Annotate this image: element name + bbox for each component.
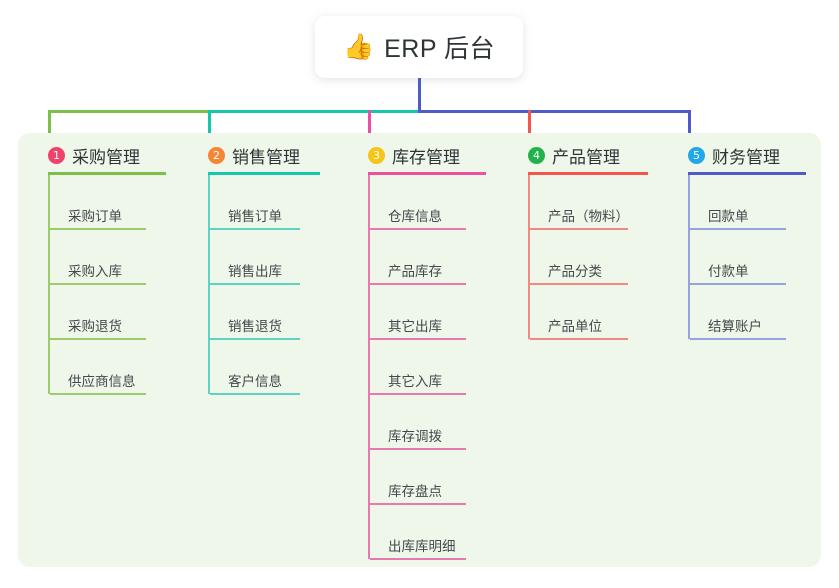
connector-drop-2 — [208, 110, 211, 155]
branch-rule-1 — [48, 172, 166, 175]
leaf-label: 销售订单 — [228, 209, 282, 224]
branch-title-2: 销售管理 — [232, 148, 300, 167]
leaf-label: 供应商信息 — [68, 374, 136, 389]
leaf-rule — [370, 283, 466, 285]
leaf-label: 仓库信息 — [388, 209, 442, 224]
leaf-label: 库存调拨 — [388, 429, 442, 444]
connector-root-stem — [418, 78, 421, 113]
leaf-label: 产品单位 — [548, 319, 602, 334]
branch-header-5[interactable]: 5 财务管理 — [688, 143, 780, 168]
leaf-label: 产品（物料） — [548, 209, 629, 224]
connector-bus-right — [418, 110, 690, 113]
branch-spine-2 — [208, 175, 210, 394]
connector-bus-left — [48, 110, 210, 113]
branch-spine-5 — [688, 175, 690, 339]
leaf-label: 产品库存 — [388, 264, 442, 279]
branch-badge-3: 3 — [368, 147, 385, 164]
leaf-rule — [50, 228, 146, 230]
connector-drop-3 — [368, 110, 371, 155]
branches-panel: 1 采购管理采购订单采购入库采购退货供应商信息 2 销售管理销售订单销售出库销售退货客… — [18, 133, 821, 567]
leaf-rule — [210, 283, 300, 285]
leaf-label: 销售出库 — [228, 264, 282, 279]
branch-header-2[interactable]: 2 销售管理 — [208, 143, 300, 168]
leaf-rule — [50, 393, 146, 395]
branch-title-5: 财务管理 — [712, 148, 780, 167]
leaf-rule — [370, 558, 466, 560]
leaf-label: 产品分类 — [548, 264, 602, 279]
branch-rule-3 — [368, 172, 486, 175]
leaf-label: 其它入库 — [388, 374, 442, 389]
branch-badge-1: 1 — [48, 147, 65, 164]
branch-title-1: 采购管理 — [72, 148, 140, 167]
leaf-rule — [370, 228, 466, 230]
leaf-rule — [370, 393, 466, 395]
leaf-rule — [50, 283, 146, 285]
branch-spine-4 — [528, 175, 530, 339]
leaf-rule — [370, 503, 466, 505]
root-title: ERP 后台 — [384, 35, 496, 63]
branch-rule-4 — [528, 172, 648, 175]
branch-title-3: 库存管理 — [392, 148, 460, 167]
leaf-label: 采购退货 — [68, 319, 122, 334]
leaf-rule — [690, 228, 786, 230]
leaf-rule — [50, 338, 146, 340]
connector-drop-4 — [528, 110, 531, 155]
leaf-label: 结算账户 — [708, 319, 762, 334]
leaf-rule — [530, 283, 628, 285]
connector-bus-mid — [208, 110, 420, 113]
leaf-label: 采购入库 — [68, 264, 122, 279]
branch-rule-5 — [688, 172, 806, 175]
leaf-rule — [690, 338, 786, 340]
thumbs-up-icon: 👍 — [342, 32, 375, 61]
leaf-rule — [370, 338, 466, 340]
connector-drop-1 — [48, 110, 51, 155]
root-node[interactable]: 👍 ERP 后台 — [315, 16, 523, 78]
leaf-label: 付款单 — [708, 264, 749, 279]
branch-header-1[interactable]: 1 采购管理 — [48, 143, 140, 168]
leaf-rule — [370, 448, 466, 450]
leaf-label: 其它出库 — [388, 319, 442, 334]
leaf-label: 销售退货 — [228, 319, 282, 334]
branch-title-4: 产品管理 — [552, 148, 620, 167]
leaf-rule — [210, 228, 300, 230]
leaf-label: 回款单 — [708, 209, 749, 224]
leaf-label: 出库库明细 — [388, 539, 456, 554]
branch-rule-2 — [208, 172, 320, 175]
branch-spine-1 — [48, 175, 50, 394]
branch-badge-4: 4 — [528, 147, 545, 164]
leaf-rule — [210, 338, 300, 340]
leaf-label: 采购订单 — [68, 209, 122, 224]
leaf-label: 库存盘点 — [388, 484, 442, 499]
branch-badge-2: 2 — [208, 147, 225, 164]
leaf-rule — [210, 393, 300, 395]
connector-drop-5 — [688, 110, 691, 155]
branch-badge-5: 5 — [688, 147, 705, 164]
branch-header-3[interactable]: 3 库存管理 — [368, 143, 460, 168]
branch-header-4[interactable]: 4 产品管理 — [528, 143, 620, 168]
leaf-rule — [690, 283, 786, 285]
branch-spine-3 — [368, 175, 370, 559]
leaf-rule — [530, 228, 628, 230]
leaf-label: 客户信息 — [228, 374, 282, 389]
leaf-rule — [530, 338, 628, 340]
